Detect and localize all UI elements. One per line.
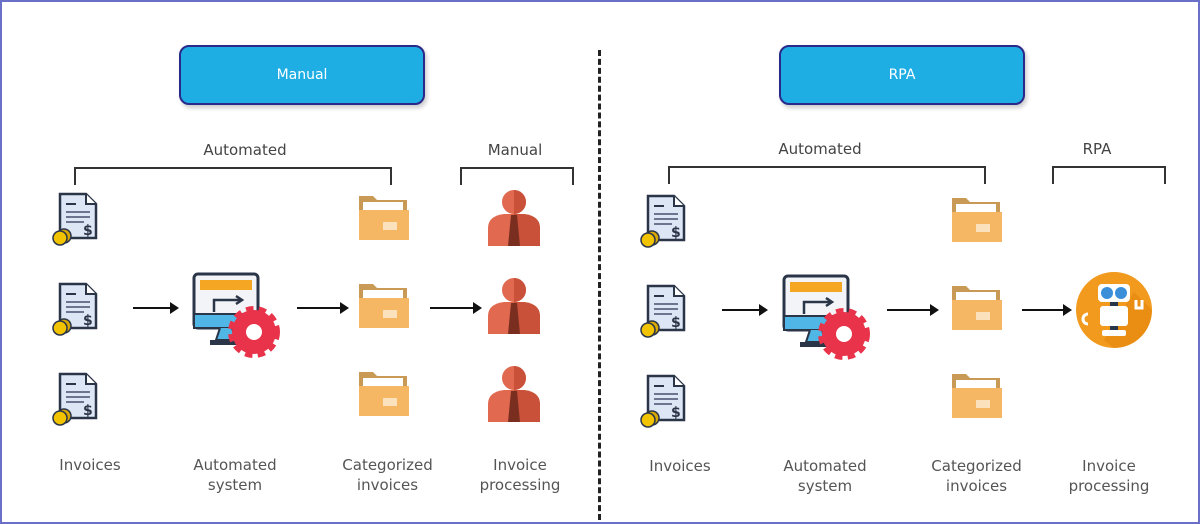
rpa-title-box: RPA — [779, 45, 1025, 105]
arrow-icon — [1022, 304, 1072, 316]
caption-invoices: Invoices — [59, 456, 121, 474]
invoice-icon — [640, 194, 686, 248]
folder-icon — [359, 196, 409, 240]
manual-title-box: Manual — [179, 45, 425, 105]
left-automated-label: Automated — [203, 141, 287, 159]
folder-icon — [952, 198, 1002, 242]
caption-automated-system: Automated system — [193, 456, 277, 494]
folder-icon — [952, 286, 1002, 330]
invoice-icon — [640, 284, 686, 338]
left-final-bracket — [460, 167, 574, 185]
person-icon — [488, 366, 540, 422]
arrow-icon — [297, 302, 349, 314]
right-final-label: RPA — [1082, 140, 1112, 158]
arrow-icon — [430, 302, 482, 314]
folder-icon — [359, 372, 409, 416]
caption-automated-system: Automated system — [783, 457, 867, 495]
panel-divider — [598, 50, 601, 520]
folder-icon — [359, 284, 409, 328]
robot-icon — [1074, 270, 1154, 350]
person-icon — [488, 190, 540, 246]
left-final-label: Manual — [487, 141, 543, 159]
right-automated-bracket — [668, 166, 986, 184]
automated-system-icon — [190, 270, 290, 370]
manual-title: Manual — [276, 67, 328, 83]
caption-invoice-processing: Invoice processing — [479, 456, 561, 494]
invoice-icon — [52, 282, 98, 336]
arrow-icon — [133, 302, 179, 314]
caption-invoices: Invoices — [649, 457, 711, 475]
automated-system-icon — [780, 272, 880, 372]
person-icon — [488, 278, 540, 334]
invoice-icon — [640, 374, 686, 428]
arrow-icon — [887, 304, 939, 316]
invoice-icon — [52, 372, 98, 426]
left-automated-bracket — [74, 167, 392, 185]
right-automated-label: Automated — [778, 140, 862, 158]
right-final-bracket — [1052, 166, 1166, 184]
caption-invoice-processing: Invoice processing — [1068, 457, 1150, 495]
arrow-icon — [722, 304, 768, 316]
invoice-icon — [52, 192, 98, 246]
caption-categorized-invoices: Categorized invoices — [342, 456, 433, 494]
folder-icon — [952, 374, 1002, 418]
caption-categorized-invoices: Categorized invoices — [931, 457, 1022, 495]
rpa-title: RPA — [888, 67, 916, 83]
